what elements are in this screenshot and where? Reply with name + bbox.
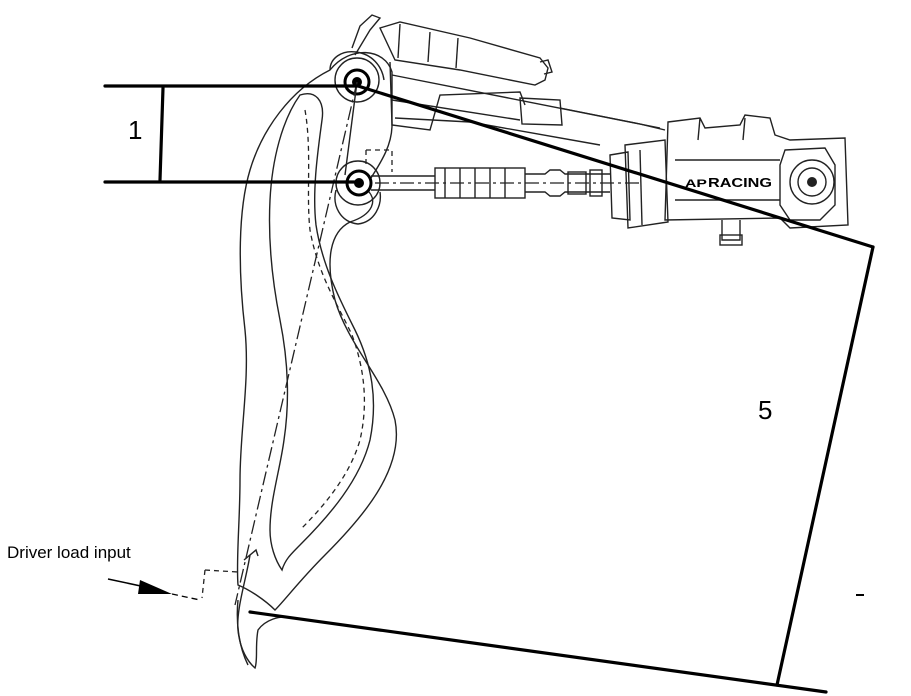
brand-racing: RACING (708, 175, 772, 190)
mounting-bracket (351, 14, 666, 146)
brand-prefix: AP (685, 178, 707, 190)
ratio-label-5: 5 (758, 395, 772, 425)
pedal-arm (236, 51, 398, 611)
push-rod (371, 167, 640, 199)
driver-load-label: Driver load input (7, 543, 131, 562)
master-cylinder: AP RACING (609, 114, 849, 246)
construction-lines (201, 81, 393, 606)
ratio-dimension-lines (103, 84, 875, 694)
driver-load-arrow (107, 578, 201, 601)
ratio-label-1: 1 (128, 115, 142, 145)
pedal-foot-plate (236, 548, 291, 670)
